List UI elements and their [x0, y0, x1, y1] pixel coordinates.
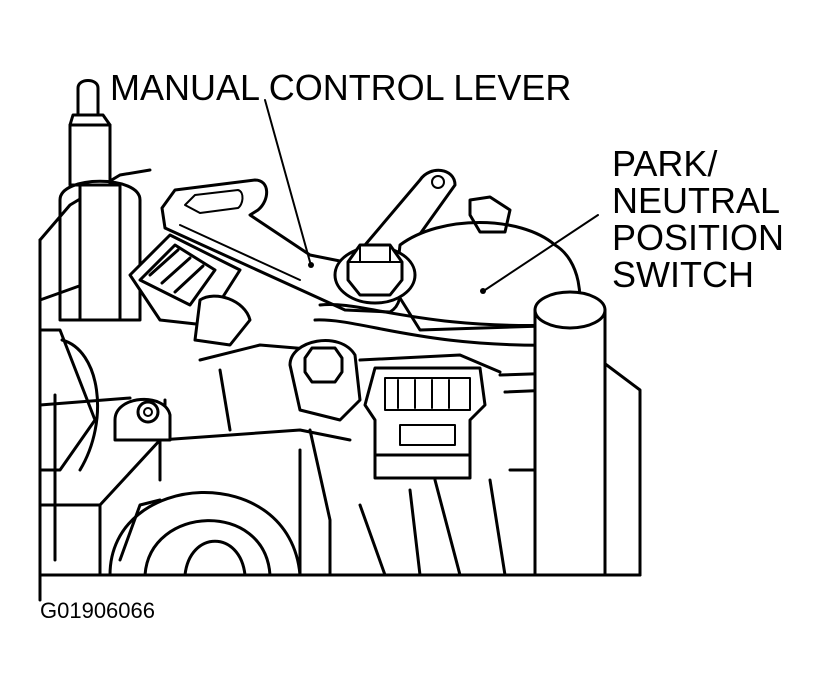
switch-label-line-3: POSITION — [612, 217, 785, 258]
upper-lever-arm — [363, 169, 457, 257]
switch-connector — [363, 366, 487, 480]
leader-lines — [264, 99, 599, 294]
switch-mounting-bolt — [288, 339, 362, 422]
lower-boss — [108, 491, 302, 577]
switch-label-line-4: SWITCH — [612, 254, 754, 295]
manual-control-lever-label: MANUAL CONTROL LEVER — [110, 67, 572, 108]
right-tube — [533, 290, 607, 577]
mounting-ear — [113, 398, 172, 442]
left-shaft — [58, 79, 142, 322]
left-connector — [128, 233, 252, 347]
figure-code: G01906066 — [40, 598, 155, 623]
park-neutral-position-switch-label: PARK/ NEUTRAL POSITION SWITCH — [612, 145, 784, 293]
switch-label-line-1: PARK/ — [612, 143, 718, 184]
lever-nut — [333, 243, 417, 305]
switch-label-line-2: NEUTRAL — [612, 180, 781, 221]
